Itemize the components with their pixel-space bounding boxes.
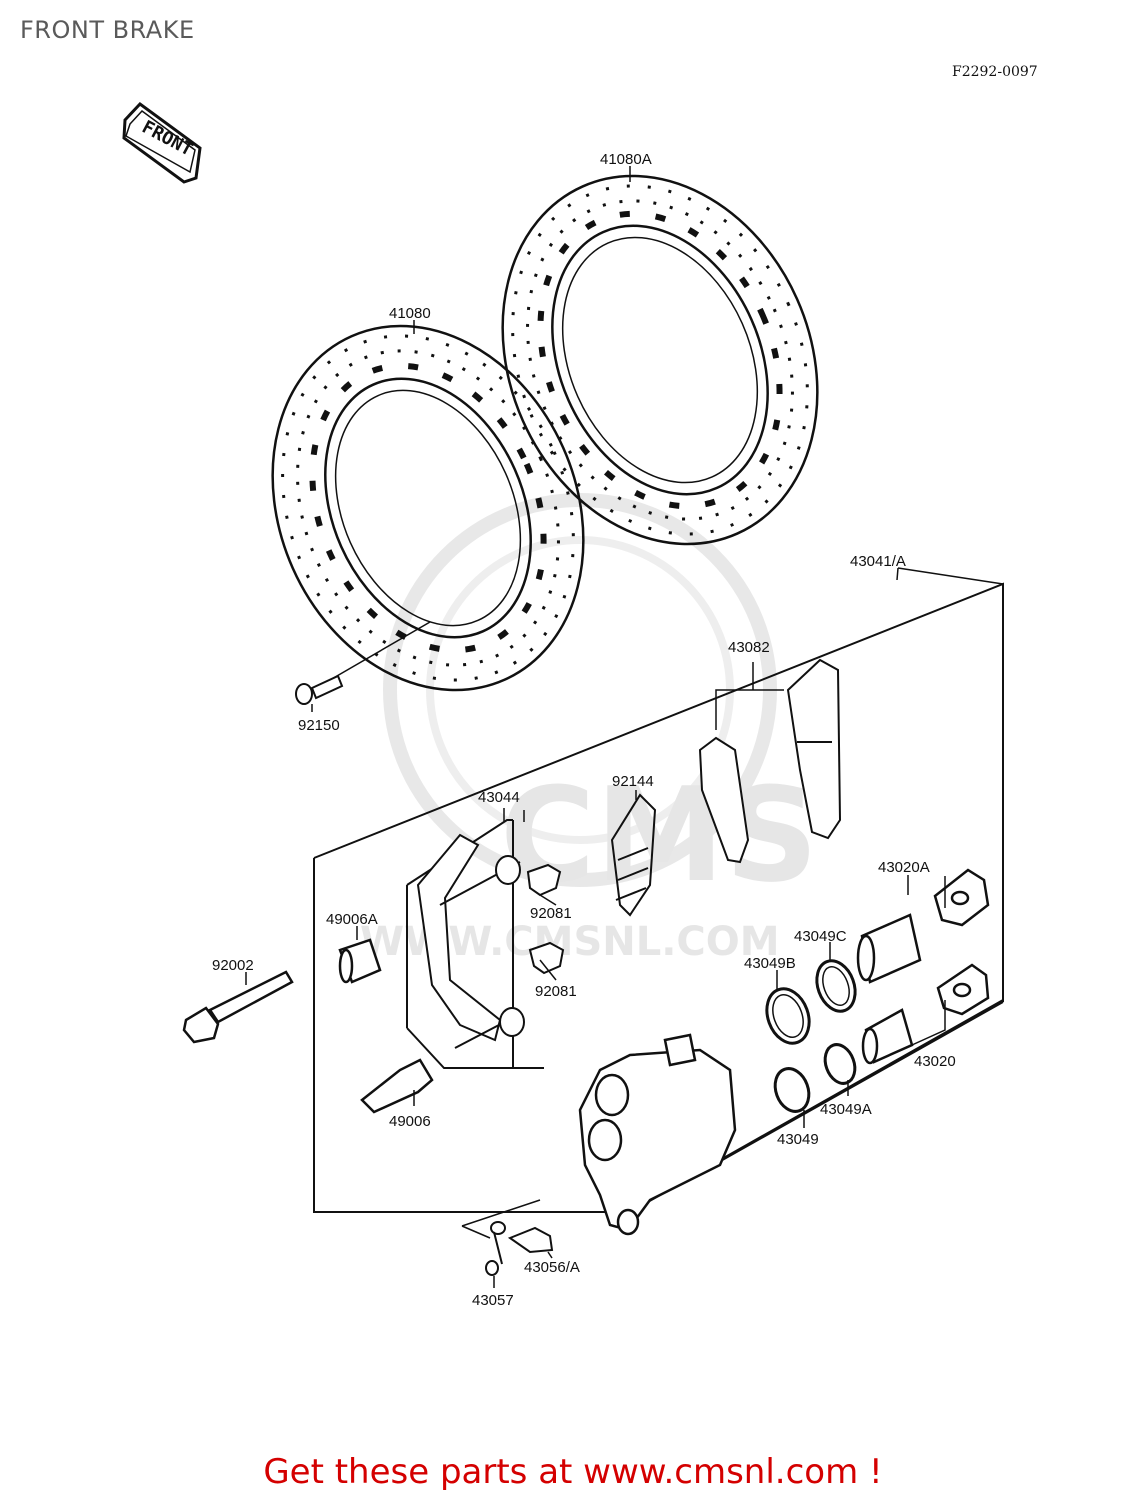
piston-43020a (856, 913, 922, 984)
part-label-92150: 92150 (298, 717, 340, 734)
anti-rattle-spring-92144 (610, 793, 657, 917)
part-label-49006a: 49006A (326, 911, 378, 928)
brake-disc-41080a (501, 174, 819, 546)
caliper-body (578, 1033, 737, 1236)
part-label-92081-lower: 92081 (535, 983, 577, 1000)
page-title: FRONT BRAKE (20, 16, 195, 44)
part-label-43049c: 43049C (794, 928, 847, 945)
promo-link[interactable]: Get these parts at www.cmsnl.com ! (263, 1452, 883, 1492)
part-label-43057: 43057 (472, 1292, 514, 1309)
seal-43049c (815, 959, 857, 1013)
part-label-43082: 43082 (728, 639, 770, 656)
piston-cap-43020a (933, 868, 990, 927)
brake-disc-41080 (271, 324, 585, 692)
part-label-43044: 43044 (478, 789, 520, 806)
part-label-43020: 43020 (914, 1053, 956, 1070)
drawing-code: F2292-0097 (952, 64, 1038, 80)
brake-pad-inner-43082 (698, 736, 750, 864)
seal-43049 (773, 1067, 811, 1113)
part-label-43020a: 43020A (878, 859, 930, 876)
part-label-92002: 92002 (212, 957, 254, 974)
disc-bolt-92150 (295, 621, 431, 705)
part-label-43041a: 43041/A (850, 553, 906, 570)
part-label-43049a: 43049A (820, 1101, 872, 1118)
brake-pad-outer-43082 (786, 658, 842, 840)
part-label-49006: 49006 (389, 1113, 431, 1130)
seal-43049a (823, 1043, 857, 1085)
front-arrow-icon: FRONT (122, 102, 202, 184)
bleeder-cap-43057 (485, 1221, 506, 1276)
part-label-41080a: 41080A (600, 151, 652, 168)
part-label-43049: 43049 (777, 1131, 819, 1148)
slide-pin-49006 (360, 1058, 434, 1114)
clip-92081-upper (526, 863, 562, 897)
seal-43049b (765, 987, 811, 1045)
bleeder-valve-43056a (507, 1226, 554, 1254)
part-label-92144: 92144 (612, 773, 654, 790)
piston-cap-43020 (936, 963, 990, 1016)
part-label-92081-upper: 92081 (530, 905, 572, 922)
caliper-bracket-43044 (416, 833, 525, 1049)
pad-leader-43082 (715, 662, 784, 730)
caliper-bolt-92002 (182, 970, 294, 1044)
part-label-43049b: 43049B (744, 955, 796, 972)
clip-92081-lower (528, 941, 565, 975)
dust-boot-49006a (338, 938, 382, 984)
leader-lines (245, 166, 946, 1288)
part-label-41080: 41080 (389, 305, 431, 322)
part-label-43056a: 43056/A (524, 1259, 580, 1276)
